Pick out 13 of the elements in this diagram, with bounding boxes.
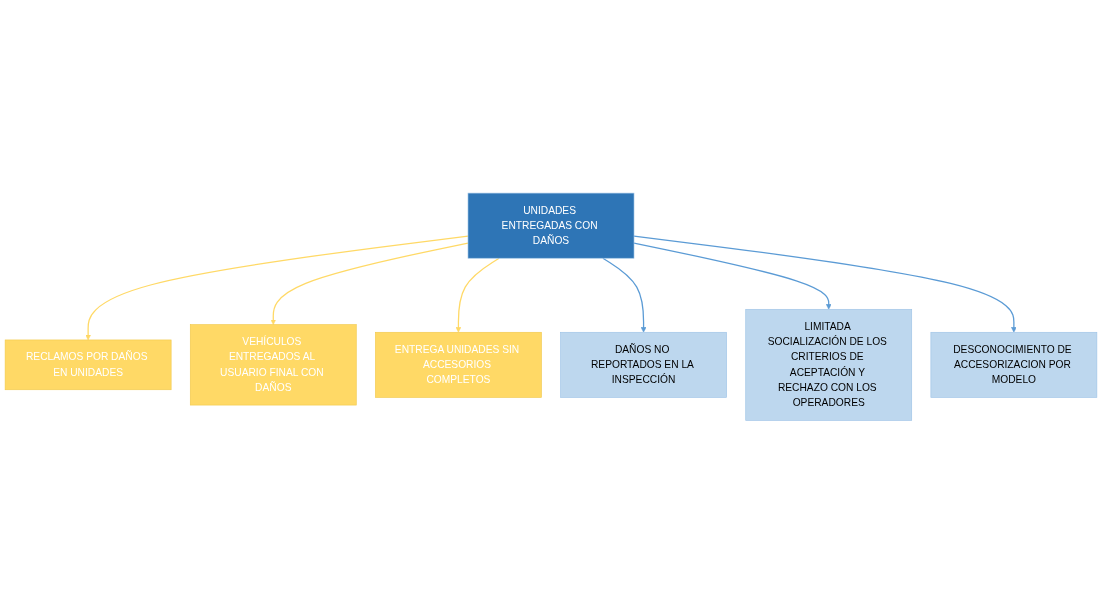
arrow (85, 235, 469, 341)
node-box: DESCONOCIMIENTO DE ACCESORIZACION POR MODELO (930, 332, 1098, 398)
arrow (270, 242, 469, 326)
arrow (633, 235, 1017, 333)
node-box: VEHÍCULOS ENTREGADOS AL USUARIO FINAL CON DAÑOS (189, 324, 357, 406)
node-box: DAÑOS NO REPORTADOS EN LA INSPECCIÓN (560, 332, 727, 398)
arrow (455, 257, 500, 333)
node-box: ENTREGA UNIDADES SIN ACCESORIOS COMPLETOS (375, 332, 542, 398)
arrow (633, 242, 832, 310)
node-box: LIMITADA SOCIALIZACIÓN DE LOS CRITERIOS DE ACEPTACIÓN Y RECHAZO CON LOS OPERADORES (745, 309, 913, 421)
arrow (602, 257, 647, 333)
node-box: UNIDADES ENTREGADAS CON DAÑOS (467, 193, 635, 259)
node-box: RECLAMOS POR DAÑOS EN UNIDADES (4, 339, 172, 391)
